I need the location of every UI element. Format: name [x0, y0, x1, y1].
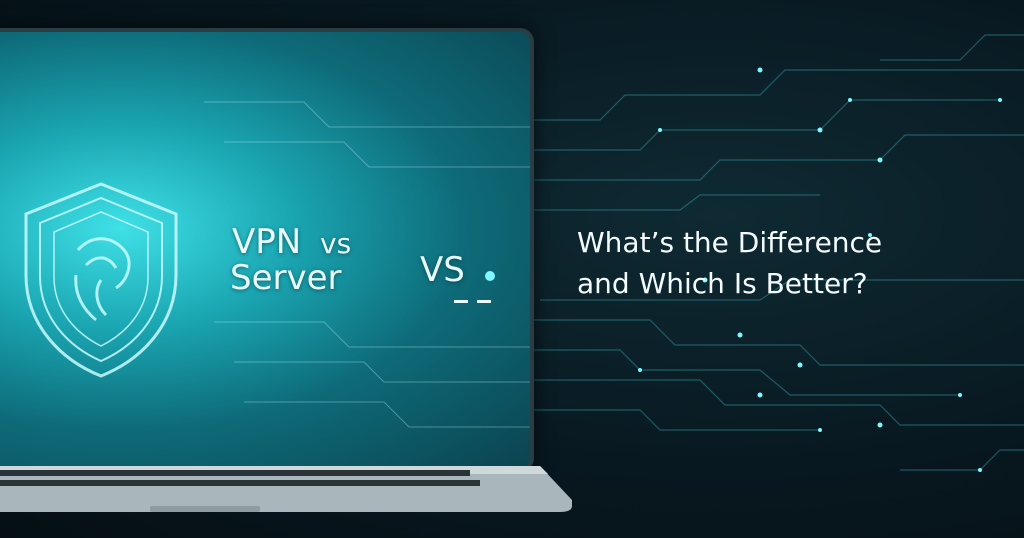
screen-dot	[485, 271, 495, 281]
screen-title-vs: vs	[320, 227, 352, 260]
screen-title-vpn: VPN	[232, 222, 302, 262]
screen-title-line2: Server	[230, 258, 342, 298]
laptop-screen: VPN vs Server VS	[0, 28, 534, 472]
shield-icon	[24, 182, 178, 378]
screen-circuit-pattern	[204, 101, 530, 428]
screen-dash-right	[477, 300, 491, 303]
headline: What’s the Difference and Which Is Bette…	[577, 222, 882, 304]
screen-title-line1: VPN vs	[232, 222, 351, 262]
headline-line1: What’s the Difference	[577, 226, 883, 259]
headline-line2: and Which Is Better?	[577, 267, 868, 300]
screen-vs-mark: VS	[420, 250, 465, 290]
laptop-base	[0, 466, 572, 512]
screen-dash-left	[454, 300, 468, 303]
